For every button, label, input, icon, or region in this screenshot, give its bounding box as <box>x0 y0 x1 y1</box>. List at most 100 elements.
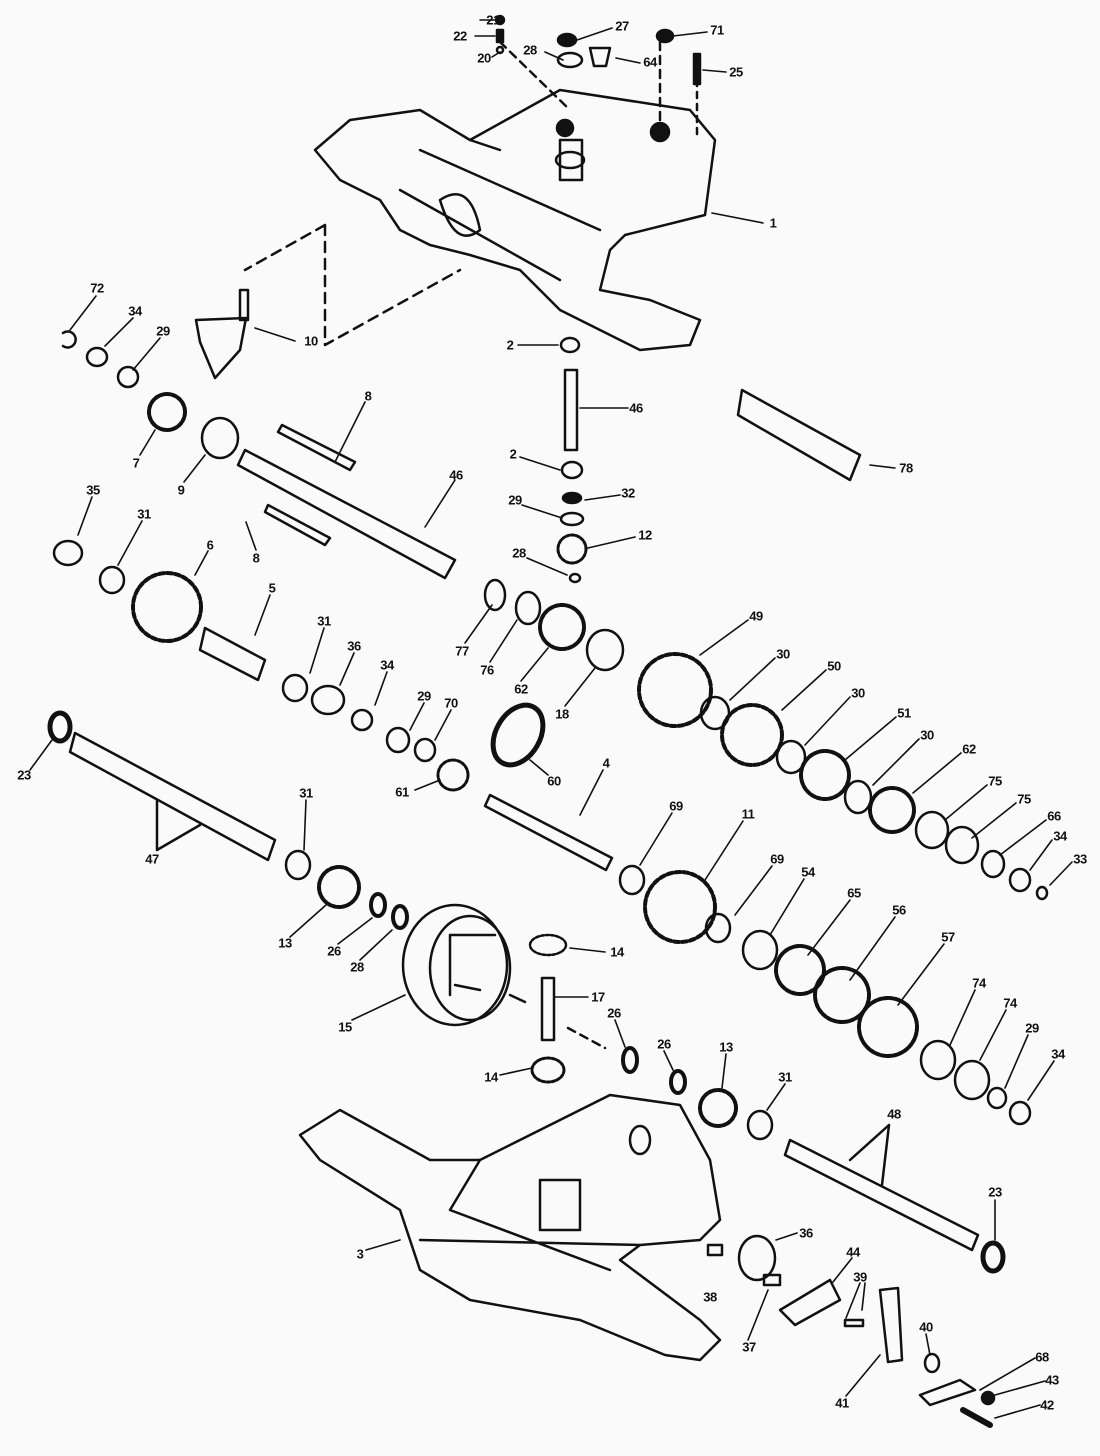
part-callout-29: 29 <box>508 492 522 508</box>
nut-43-icon <box>980 1390 996 1406</box>
shaft-46-icon <box>236 448 457 580</box>
bevel-gear-13b-icon <box>698 1088 738 1128</box>
part-callout-23: 23 <box>17 767 31 783</box>
part-callout-15: 15 <box>338 1019 352 1035</box>
part-callout-34: 34 <box>128 303 142 319</box>
part-callout-34: 34 <box>380 657 394 673</box>
gear-57-icon <box>857 996 919 1058</box>
washer-28-icon <box>391 904 409 930</box>
sprocket-61-icon <box>436 758 470 792</box>
cross-shaft-17-icon <box>540 976 556 1042</box>
gear-stack-upper-icon <box>637 652 1049 901</box>
bushing-74b-icon <box>953 1059 991 1101</box>
link-68-icon <box>918 1378 977 1407</box>
retaining-ring-icon <box>61 330 77 349</box>
part-callout-66: 66 <box>1047 808 1061 824</box>
chain-60-icon <box>490 702 546 768</box>
bushing-35-icon <box>52 539 84 567</box>
part-callout-1: 1 <box>769 215 777 231</box>
part-callout-62: 62 <box>962 741 976 757</box>
part-callout-5: 5 <box>268 580 276 596</box>
part-callout-49: 49 <box>749 608 763 624</box>
part-callout-33: 33 <box>1073 851 1087 867</box>
leader-lines <box>29 19 1073 1419</box>
bevel-gear-11-icon <box>643 870 717 944</box>
seal-23b-icon <box>980 1240 1006 1274</box>
part-callout-26: 26 <box>607 1005 621 1021</box>
part-callout-76: 76 <box>480 662 494 678</box>
part-callout-10: 10 <box>304 333 318 349</box>
vertical-stack-icon <box>556 336 588 584</box>
part-callout-74: 74 <box>1003 995 1017 1011</box>
pinion-5-icon <box>198 626 267 682</box>
part-callout-50: 50 <box>827 658 841 674</box>
part-callout-28: 28 <box>523 42 537 58</box>
part-callout-6: 6 <box>206 537 214 553</box>
key-38-icon <box>706 1243 724 1257</box>
washer-26-icon <box>369 892 387 918</box>
part-callout-17: 17 <box>591 989 605 1005</box>
washer-40-icon <box>923 1352 941 1374</box>
part-callout-43: 43 <box>1045 1372 1059 1388</box>
part-callout-2: 2 <box>506 337 514 353</box>
differential-housing-icon <box>401 903 512 1027</box>
part-callout-60: 60 <box>547 773 561 789</box>
washer-29-icon <box>385 726 411 754</box>
shift-arm-44-icon <box>778 1278 842 1327</box>
washer-29d-icon <box>986 1086 1008 1110</box>
part-callout-25: 25 <box>729 64 743 80</box>
part-callout-34: 34 <box>1053 828 1067 844</box>
part-callout-46: 46 <box>449 467 463 483</box>
washer-26c-icon <box>669 1069 687 1095</box>
axle-47-icon <box>68 731 277 862</box>
bushing-36-icon <box>310 684 346 716</box>
bushing-34-icon <box>350 708 374 732</box>
part-callout-14: 14 <box>610 944 624 960</box>
part-callout-64: 64 <box>643 54 657 70</box>
part-callout-21: 21 <box>486 12 500 28</box>
bevel-gear-13-icon <box>317 865 361 909</box>
part-callout-61: 61 <box>395 784 409 800</box>
ring-77-icon <box>483 578 507 612</box>
part-callout-28: 28 <box>350 959 364 975</box>
part-callout-42: 42 <box>1040 1397 1054 1413</box>
part-callout-11: 11 <box>741 806 755 822</box>
part-callout-77: 77 <box>455 643 469 659</box>
part-callout-69: 69 <box>669 798 683 814</box>
part-callout-31: 31 <box>317 613 331 629</box>
gear-54-icon <box>741 929 779 971</box>
part-callout-32: 32 <box>621 485 635 501</box>
gear-56-icon <box>813 966 871 1024</box>
part-callout-26: 26 <box>657 1036 671 1052</box>
part-callout-31: 31 <box>137 506 151 522</box>
key-37-icon <box>762 1273 782 1287</box>
part-callout-31: 31 <box>778 1069 792 1085</box>
part-callout-39: 39 <box>853 1269 867 1285</box>
part-callout-3: 3 <box>356 1246 364 1262</box>
part-callout-62: 62 <box>514 681 528 697</box>
part-callout-22: 22 <box>453 28 467 44</box>
washer-69b-icon <box>704 912 732 944</box>
detent-36-icon <box>737 1234 777 1282</box>
washer-31b-icon <box>281 673 309 703</box>
sealant-tube-icon <box>736 388 862 482</box>
key-8-icon <box>276 423 357 472</box>
part-callout-72: 72 <box>90 280 104 296</box>
bearing-18-icon <box>585 628 625 672</box>
part-callout-56: 56 <box>892 902 906 918</box>
part-callout-26: 26 <box>327 943 341 959</box>
part-callout-8: 8 <box>252 550 260 566</box>
part-callout-48: 48 <box>887 1106 901 1122</box>
washer-31d-icon <box>746 1109 774 1141</box>
part-callout-70: 70 <box>444 695 458 711</box>
part-callout-36: 36 <box>799 1225 813 1241</box>
part-callout-37: 37 <box>742 1339 756 1355</box>
part-callout-9: 9 <box>177 482 185 498</box>
washer-26b-icon <box>621 1046 639 1074</box>
gear-6-icon <box>131 571 203 643</box>
part-callout-57: 57 <box>941 929 955 945</box>
bushing-74-icon <box>919 1039 957 1081</box>
washer-76-icon <box>514 590 542 626</box>
